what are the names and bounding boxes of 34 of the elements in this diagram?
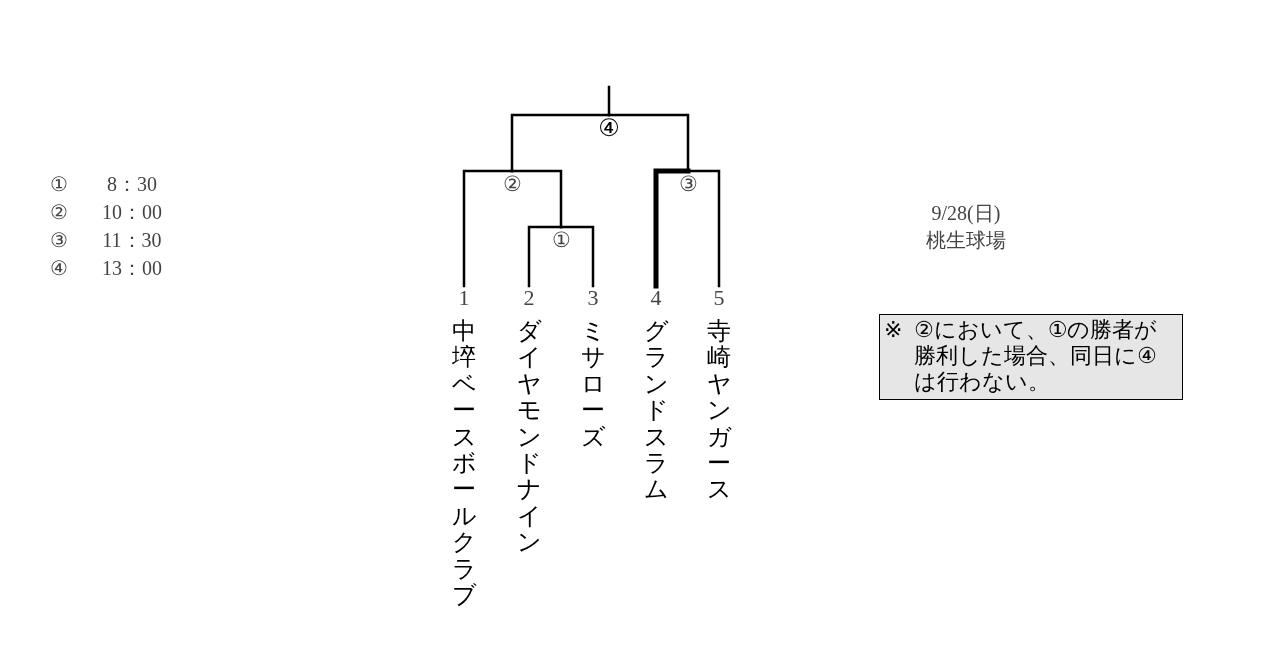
match-date: 9/28(日) [930, 201, 1002, 226]
venue-name: 桃生球場 [925, 228, 1007, 253]
start-time: 8：30 [106, 172, 158, 197]
match-number: ① [50, 172, 69, 197]
bracket-line [510, 169, 563, 229]
bracket-line [653, 168, 691, 289]
seed-number: 5 [713, 286, 725, 310]
match-number: ② [498, 172, 526, 198]
seed-number: 4 [650, 286, 662, 310]
match-number: ④ [50, 256, 69, 281]
team-name: 寺崎ヤンガース [707, 318, 731, 503]
seed-number: 2 [523, 286, 535, 310]
bracket-line [527, 225, 563, 288]
start-time: 13：00 [101, 256, 163, 281]
seed-number: 1 [458, 286, 470, 310]
team-name: 中埣ベースボールクラブ [452, 318, 476, 609]
team-name: ダイヤモンドナイン [517, 318, 541, 556]
seed-number: 3 [587, 286, 599, 310]
match-number: ② [50, 200, 69, 225]
bracket-line [462, 169, 514, 288]
note-box [879, 314, 1183, 400]
match-number: ③ [674, 172, 702, 198]
start-time: 10：00 [101, 200, 163, 225]
team-name: ミサローズ [581, 318, 605, 450]
match-number: ① [547, 228, 575, 254]
match-number: ④ [595, 116, 623, 142]
bracket-line [559, 225, 595, 288]
note-text: ②において、①の勝者が勝利した場合、同日に④は行わない。 [914, 317, 1159, 395]
bracket-line [607, 85, 611, 117]
note-mark: ※ [884, 317, 904, 343]
start-time: 11：30 [101, 228, 163, 253]
team-name: グランドスラム [644, 318, 668, 503]
match-number: ③ [50, 228, 69, 253]
bracket-line [510, 113, 611, 173]
